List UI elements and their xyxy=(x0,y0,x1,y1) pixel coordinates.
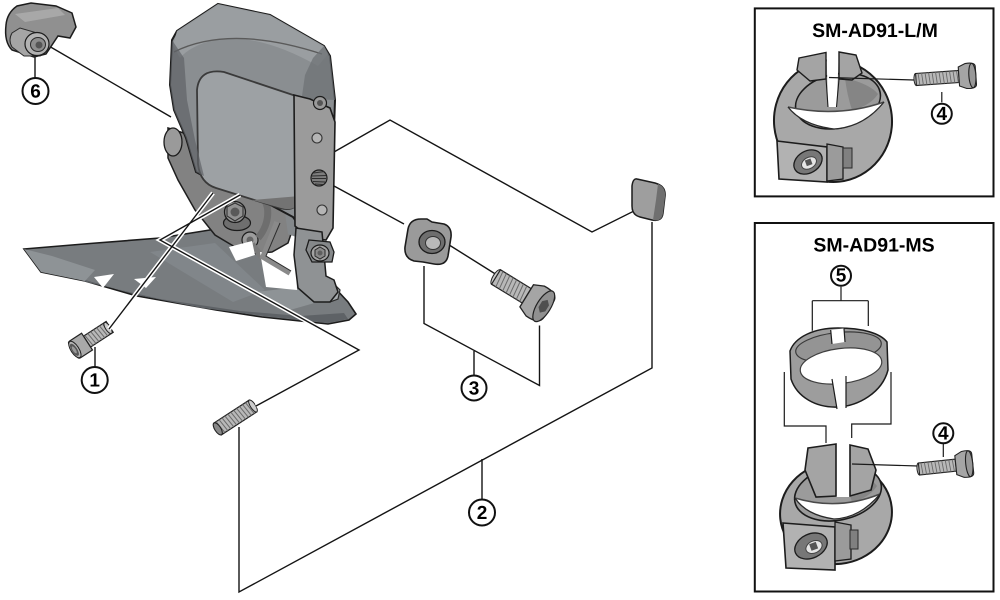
svg-text:4: 4 xyxy=(938,423,949,444)
svg-text:5: 5 xyxy=(836,266,847,287)
svg-text:1: 1 xyxy=(89,371,100,392)
svg-text:SM-AD91-MS: SM-AD91-MS xyxy=(813,235,934,257)
svg-text:3: 3 xyxy=(469,379,480,400)
svg-text:2: 2 xyxy=(477,503,488,524)
svg-text:6: 6 xyxy=(30,82,41,103)
svg-text:4: 4 xyxy=(937,104,948,125)
svg-text:SM-AD91-L/M: SM-AD91-L/M xyxy=(812,20,938,42)
